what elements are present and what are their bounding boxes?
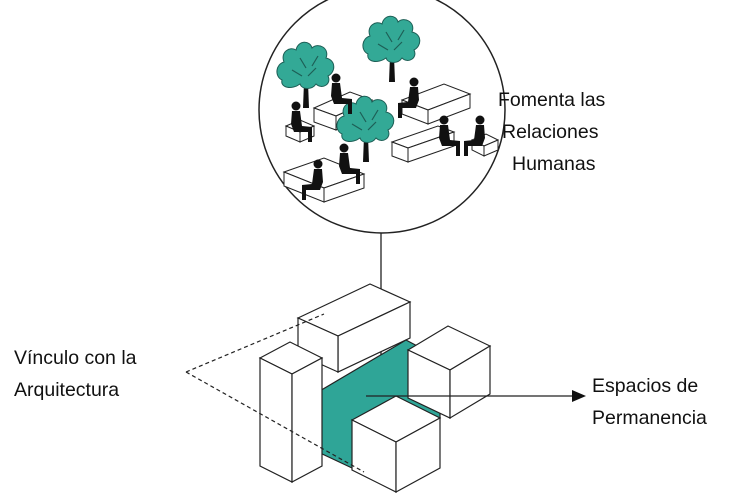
building-complex — [258, 283, 492, 494]
label-fomenta-2: Relaciones — [502, 121, 599, 143]
label-fomenta-3: Humanas — [512, 153, 596, 175]
label-fomenta-1: Fomenta las — [498, 89, 606, 111]
label-espacios-2: Permanencia — [592, 407, 707, 429]
arrow-head-icon — [572, 390, 586, 402]
label-vinculo-2: Arquitectura — [14, 379, 119, 401]
dashed-pointer — [185, 313, 365, 473]
label-vinculo-1: Vínculo con la — [14, 347, 137, 369]
label-espacios-1: Espacios de — [592, 375, 698, 397]
